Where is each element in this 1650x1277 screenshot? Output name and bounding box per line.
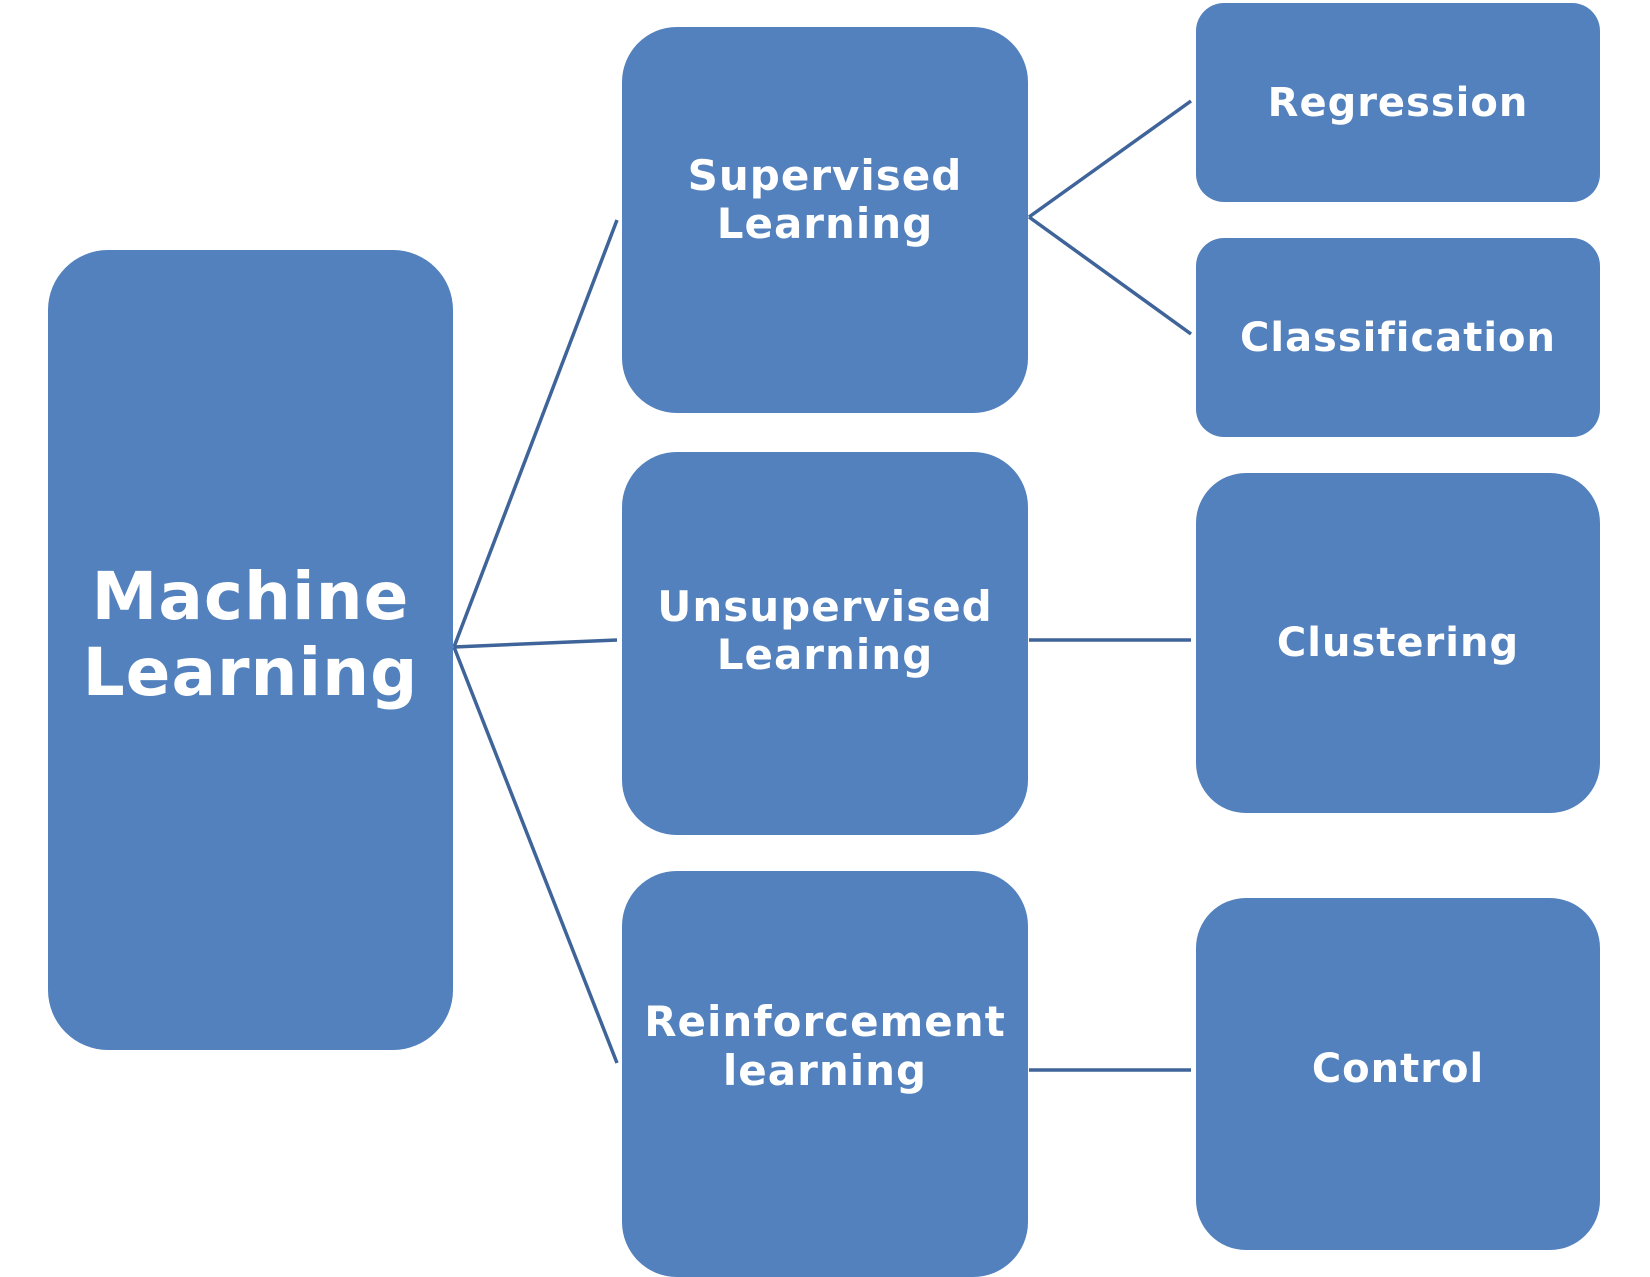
connector-root-unsupervised <box>453 638 618 649</box>
node-regression: Regression <box>1196 3 1600 202</box>
node-supervised-learning: Supervised Learning <box>622 27 1028 413</box>
connector-supervised-regression <box>1027 99 1193 219</box>
node-control: Control <box>1196 898 1600 1250</box>
node-machine-learning: Machine Learning <box>48 250 453 1050</box>
connector-root-supervised <box>452 219 619 648</box>
connector-supervised-classification <box>1027 215 1193 336</box>
node-reinforcement-learning: Reinforcement learning <box>622 871 1028 1277</box>
node-unsupervised-learning: Unsupervised Learning <box>622 452 1028 835</box>
node-classification: Classification <box>1196 238 1600 437</box>
connector-root-reinforcement <box>452 646 619 1064</box>
node-clustering: Clustering <box>1196 473 1600 813</box>
